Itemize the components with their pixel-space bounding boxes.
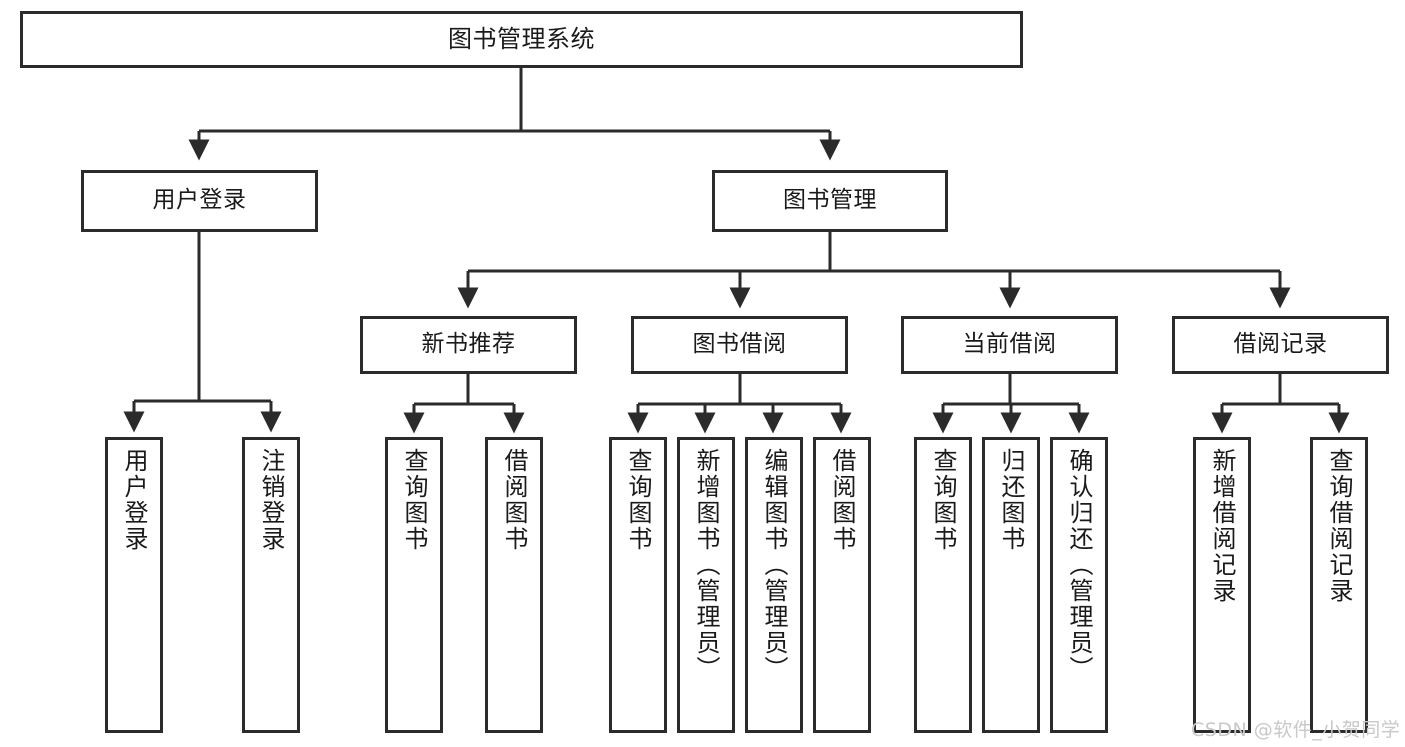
- node-label: 用户登录: [120, 448, 148, 552]
- leaf-user-login[interactable]: 用户登录: [105, 437, 163, 733]
- leaf-current-return-book[interactable]: 归还图书: [982, 437, 1040, 733]
- node-label: 图书借阅: [692, 331, 787, 358]
- leaf-records-add-record[interactable]: 新增借阅记录: [1193, 437, 1251, 733]
- node-label: 查询图书: [624, 448, 652, 552]
- leaf-borrow-query-book[interactable]: 查询图书: [609, 437, 667, 733]
- node-label: 新增借阅记录: [1208, 448, 1236, 604]
- node-book-borrow[interactable]: 图书借阅: [631, 316, 848, 374]
- leaf-borrow-borrow-book[interactable]: 借阅图书: [813, 437, 871, 733]
- node-label: 新增图书（管理员）: [692, 448, 720, 682]
- node-borrow-records[interactable]: 借阅记录: [1172, 316, 1389, 374]
- csdn-watermark: CSDN @软件_小贺同学: [1191, 719, 1401, 741]
- leaf-user-logout[interactable]: 注销登录: [242, 437, 300, 733]
- node-user-login[interactable]: 用户登录: [81, 170, 318, 232]
- leaf-recommend-query-book[interactable]: 查询图书: [385, 437, 443, 733]
- node-label: 图书管理: [783, 187, 877, 214]
- node-label: 注销登录: [257, 448, 285, 552]
- node-new-book-recommend[interactable]: 新书推荐: [360, 316, 577, 374]
- node-label: 借阅记录: [1233, 331, 1328, 358]
- node-root-system[interactable]: 图书管理系统: [20, 11, 1023, 68]
- leaf-recommend-borrow-book[interactable]: 借阅图书: [485, 437, 543, 733]
- node-label: 查询图书: [400, 448, 428, 552]
- node-label: 图书管理系统: [448, 25, 595, 54]
- leaf-current-query-book[interactable]: 查询图书: [914, 437, 972, 733]
- node-book-management[interactable]: 图书管理: [712, 170, 948, 232]
- node-label: 确认归还（管理员）: [1065, 448, 1093, 682]
- node-label: 查询借阅记录: [1325, 448, 1353, 604]
- leaf-current-confirm-return-admin[interactable]: 确认归还（管理员）: [1050, 437, 1108, 733]
- node-label: 编辑图书（管理员）: [760, 448, 788, 682]
- node-label: 借阅图书: [500, 448, 528, 552]
- leaf-records-query-record[interactable]: 查询借阅记录: [1310, 437, 1368, 733]
- node-label: 查询图书: [929, 448, 957, 552]
- node-label: 当前借阅: [962, 331, 1057, 358]
- node-label: 归还图书: [997, 448, 1025, 552]
- leaf-borrow-add-book-admin[interactable]: 新增图书（管理员）: [677, 437, 735, 733]
- node-label: 用户登录: [152, 187, 247, 214]
- node-current-borrow[interactable]: 当前借阅: [901, 316, 1118, 374]
- leaf-borrow-edit-book-admin[interactable]: 编辑图书（管理员）: [745, 437, 803, 733]
- node-label: 新书推荐: [421, 331, 516, 358]
- node-label: 借阅图书: [828, 448, 856, 552]
